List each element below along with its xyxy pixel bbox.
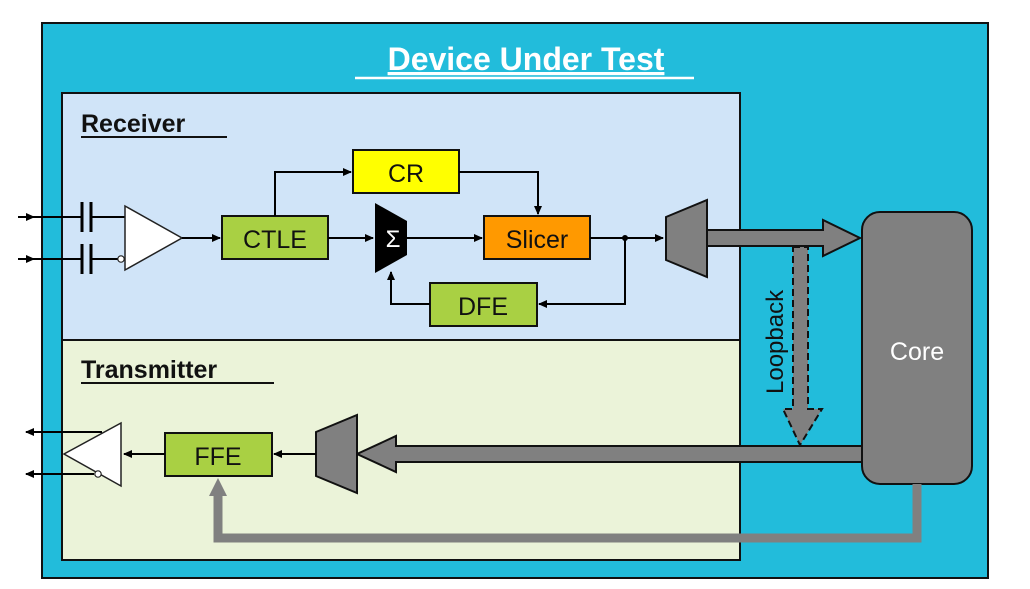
receiver-label: Receiver	[81, 110, 186, 138]
tx-serializer	[315, 413, 358, 495]
rx-input-p	[18, 202, 125, 232]
receiver-section	[61, 92, 741, 341]
summer-block	[375, 203, 407, 273]
rx-input-n	[18, 244, 119, 274]
cr-to-slicer-arrow	[459, 171, 542, 215]
tx-output-driver	[62, 421, 122, 488]
loopback-label: Loopback	[762, 289, 789, 394]
rx-to-core-arrow	[706, 218, 863, 258]
dfe-block	[429, 282, 538, 327]
ffe-label: FFE	[194, 443, 241, 471]
core-label: Core	[890, 338, 944, 366]
ffe-block	[164, 432, 273, 477]
tx-driver-invert-bubble	[94, 470, 102, 478]
core-to-ffe-control	[213, 484, 922, 543]
slicer-to-dfe-arrow	[538, 238, 626, 308]
core-to-tx-arrow	[354, 434, 863, 474]
dut-title: Device Under Test	[388, 41, 665, 77]
ctle-to-cr-arrow	[274, 168, 352, 216]
slicer-label: Slicer	[506, 226, 569, 254]
rx-input-buffer	[124, 204, 184, 272]
dfe-to-sum-arrow	[387, 271, 430, 305]
loopback-arrow	[781, 246, 824, 448]
core-to-ffe-arrowhead	[209, 478, 227, 496]
transmitter-label: Transmitter	[81, 356, 217, 384]
rx-buffer-invert-bubble	[117, 255, 125, 263]
summer-label: Σ	[386, 226, 401, 253]
cr-label: CR	[388, 160, 424, 188]
ctle-label: CTLE	[243, 226, 307, 254]
dfe-label: DFE	[458, 293, 508, 321]
rx-deserializer	[665, 198, 708, 279]
